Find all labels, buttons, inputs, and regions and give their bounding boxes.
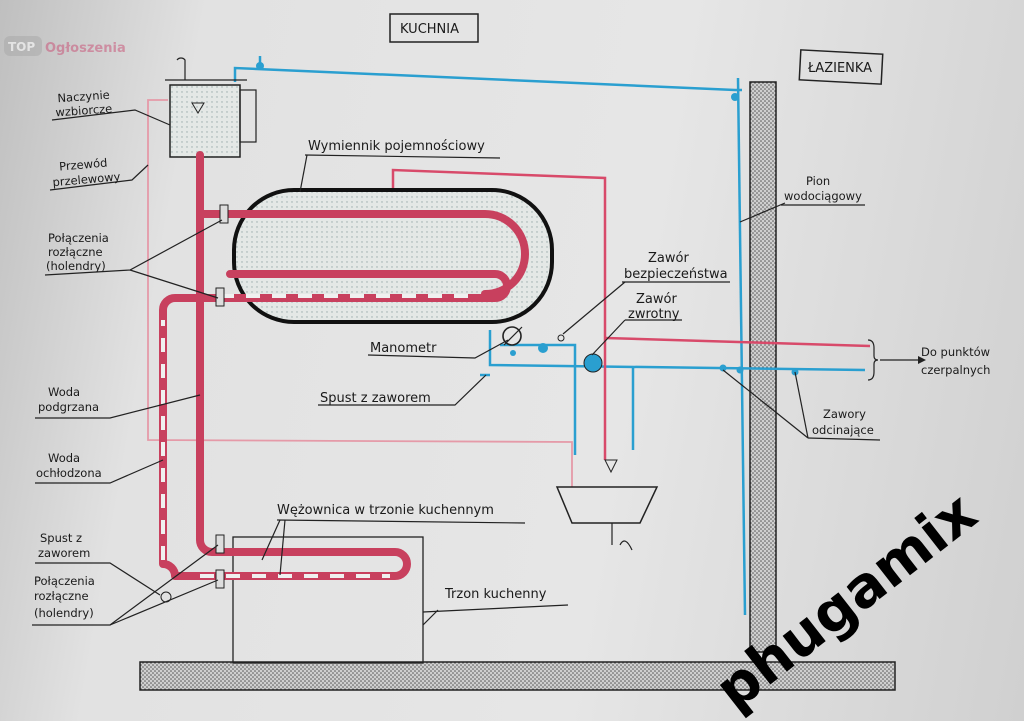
overflow-pipe [147,99,573,487]
svg-text:ochłodzona: ochłodzona [36,466,102,480]
svg-text:KUCHNIA: KUCHNIA [400,22,459,37]
label-exchanger: Wymiennik pojemnościowy [308,139,485,154]
svg-text:Zawór: Zawór [648,251,689,266]
svg-text:rozłączne: rozłączne [34,589,89,603]
svg-text:wodociągowy: wodociągowy [784,189,862,203]
svg-text:rozłączne: rozłączne [48,245,103,259]
label-check-valve: Zawór zwrotny [628,292,680,322]
manometer-icon [502,326,523,346]
svg-text:Zawór: Zawór [636,292,677,307]
hot-water-pipes [391,168,871,460]
svg-text:Połączenia: Połączenia [48,231,109,245]
room-label-kitchen: KUCHNIA [389,13,479,43]
safety-valve-icon [557,334,565,342]
svg-text:zwrotny: zwrotny [628,307,680,322]
heating-loop [159,151,529,603]
cold-water-pipes [233,56,866,616]
svg-text:Zawory: Zawory [823,407,866,421]
floor [139,661,896,691]
svg-text:(holendry): (holendry) [46,259,106,273]
svg-text:odcinające: odcinające [812,423,874,437]
label-unions-bottom: Połączenia rozłączne (holendry) [34,574,95,620]
svg-text:ŁAZIENKA: ŁAZIENKA [807,61,872,76]
svg-text:zaworem: zaworem [38,546,90,560]
svg-text:czerpalnych: czerpalnych [921,363,990,377]
svg-text:Spust z: Spust z [40,531,82,545]
label-heated-water: Woda podgrzana [38,385,99,414]
svg-text:bezpieczeństwa: bezpieczeństwa [624,267,728,282]
leader-lines [32,109,881,626]
label-drain-valve-left: Spust z zaworem [38,531,90,560]
svg-text:Przewód: Przewód [59,155,108,173]
svg-text:Połączenia: Połączenia [34,574,95,588]
label-to-taps: Do punktów czerpalnych [921,345,990,377]
label-overflow-pipe: Przewód przelewowy [52,155,121,189]
top-ogloszenia-logo: TOP Ogłoszenia [4,36,126,56]
svg-text:(holendry): (holendry) [34,606,94,620]
svg-text:Ogłoszenia: Ogłoszenia [45,41,126,56]
svg-text:Woda: Woda [48,451,80,465]
bathroom-wall [749,81,777,653]
label-manometer: Manometr [370,341,437,356]
label-unions-top: Połączenia rozłączne (holendry) [46,231,109,273]
label-shutoff-valves: Zawory odcinające [812,407,874,437]
label-drain-valve-right: Spust z zaworem [320,391,431,406]
svg-text:Woda: Woda [48,385,80,399]
svg-text:przelewowy: przelewowy [52,169,121,189]
svg-text:Pion: Pion [806,174,830,188]
label-cooled-water: Woda ochłodzona [36,451,102,480]
svg-text:Do punktów: Do punktów [921,345,990,359]
label-coil: Wężownica w trzonie kuchennym [277,503,494,518]
label-expansion-vessel: Naczynie wzbiorcze [55,88,113,120]
sink [555,459,659,551]
expansion-vessel [165,57,257,158]
label-stove: Trzon kuchenny [444,587,547,602]
label-safety-valve: Zawór bezpieczeństwa [624,251,728,282]
svg-text:TOP: TOP [8,40,35,54]
label-riser: Pion wodociągowy [784,174,862,203]
kitchen-stove [232,536,424,664]
capacity-heat-exchanger [232,188,554,324]
tap-brace [867,339,879,381]
svg-text:wzbiorcze: wzbiorcze [55,101,113,119]
svg-text:podgrzana: podgrzana [38,400,99,414]
svg-text:Naczynie: Naczynie [57,88,110,106]
room-label-bathroom: ŁAZIENKA [798,49,884,85]
